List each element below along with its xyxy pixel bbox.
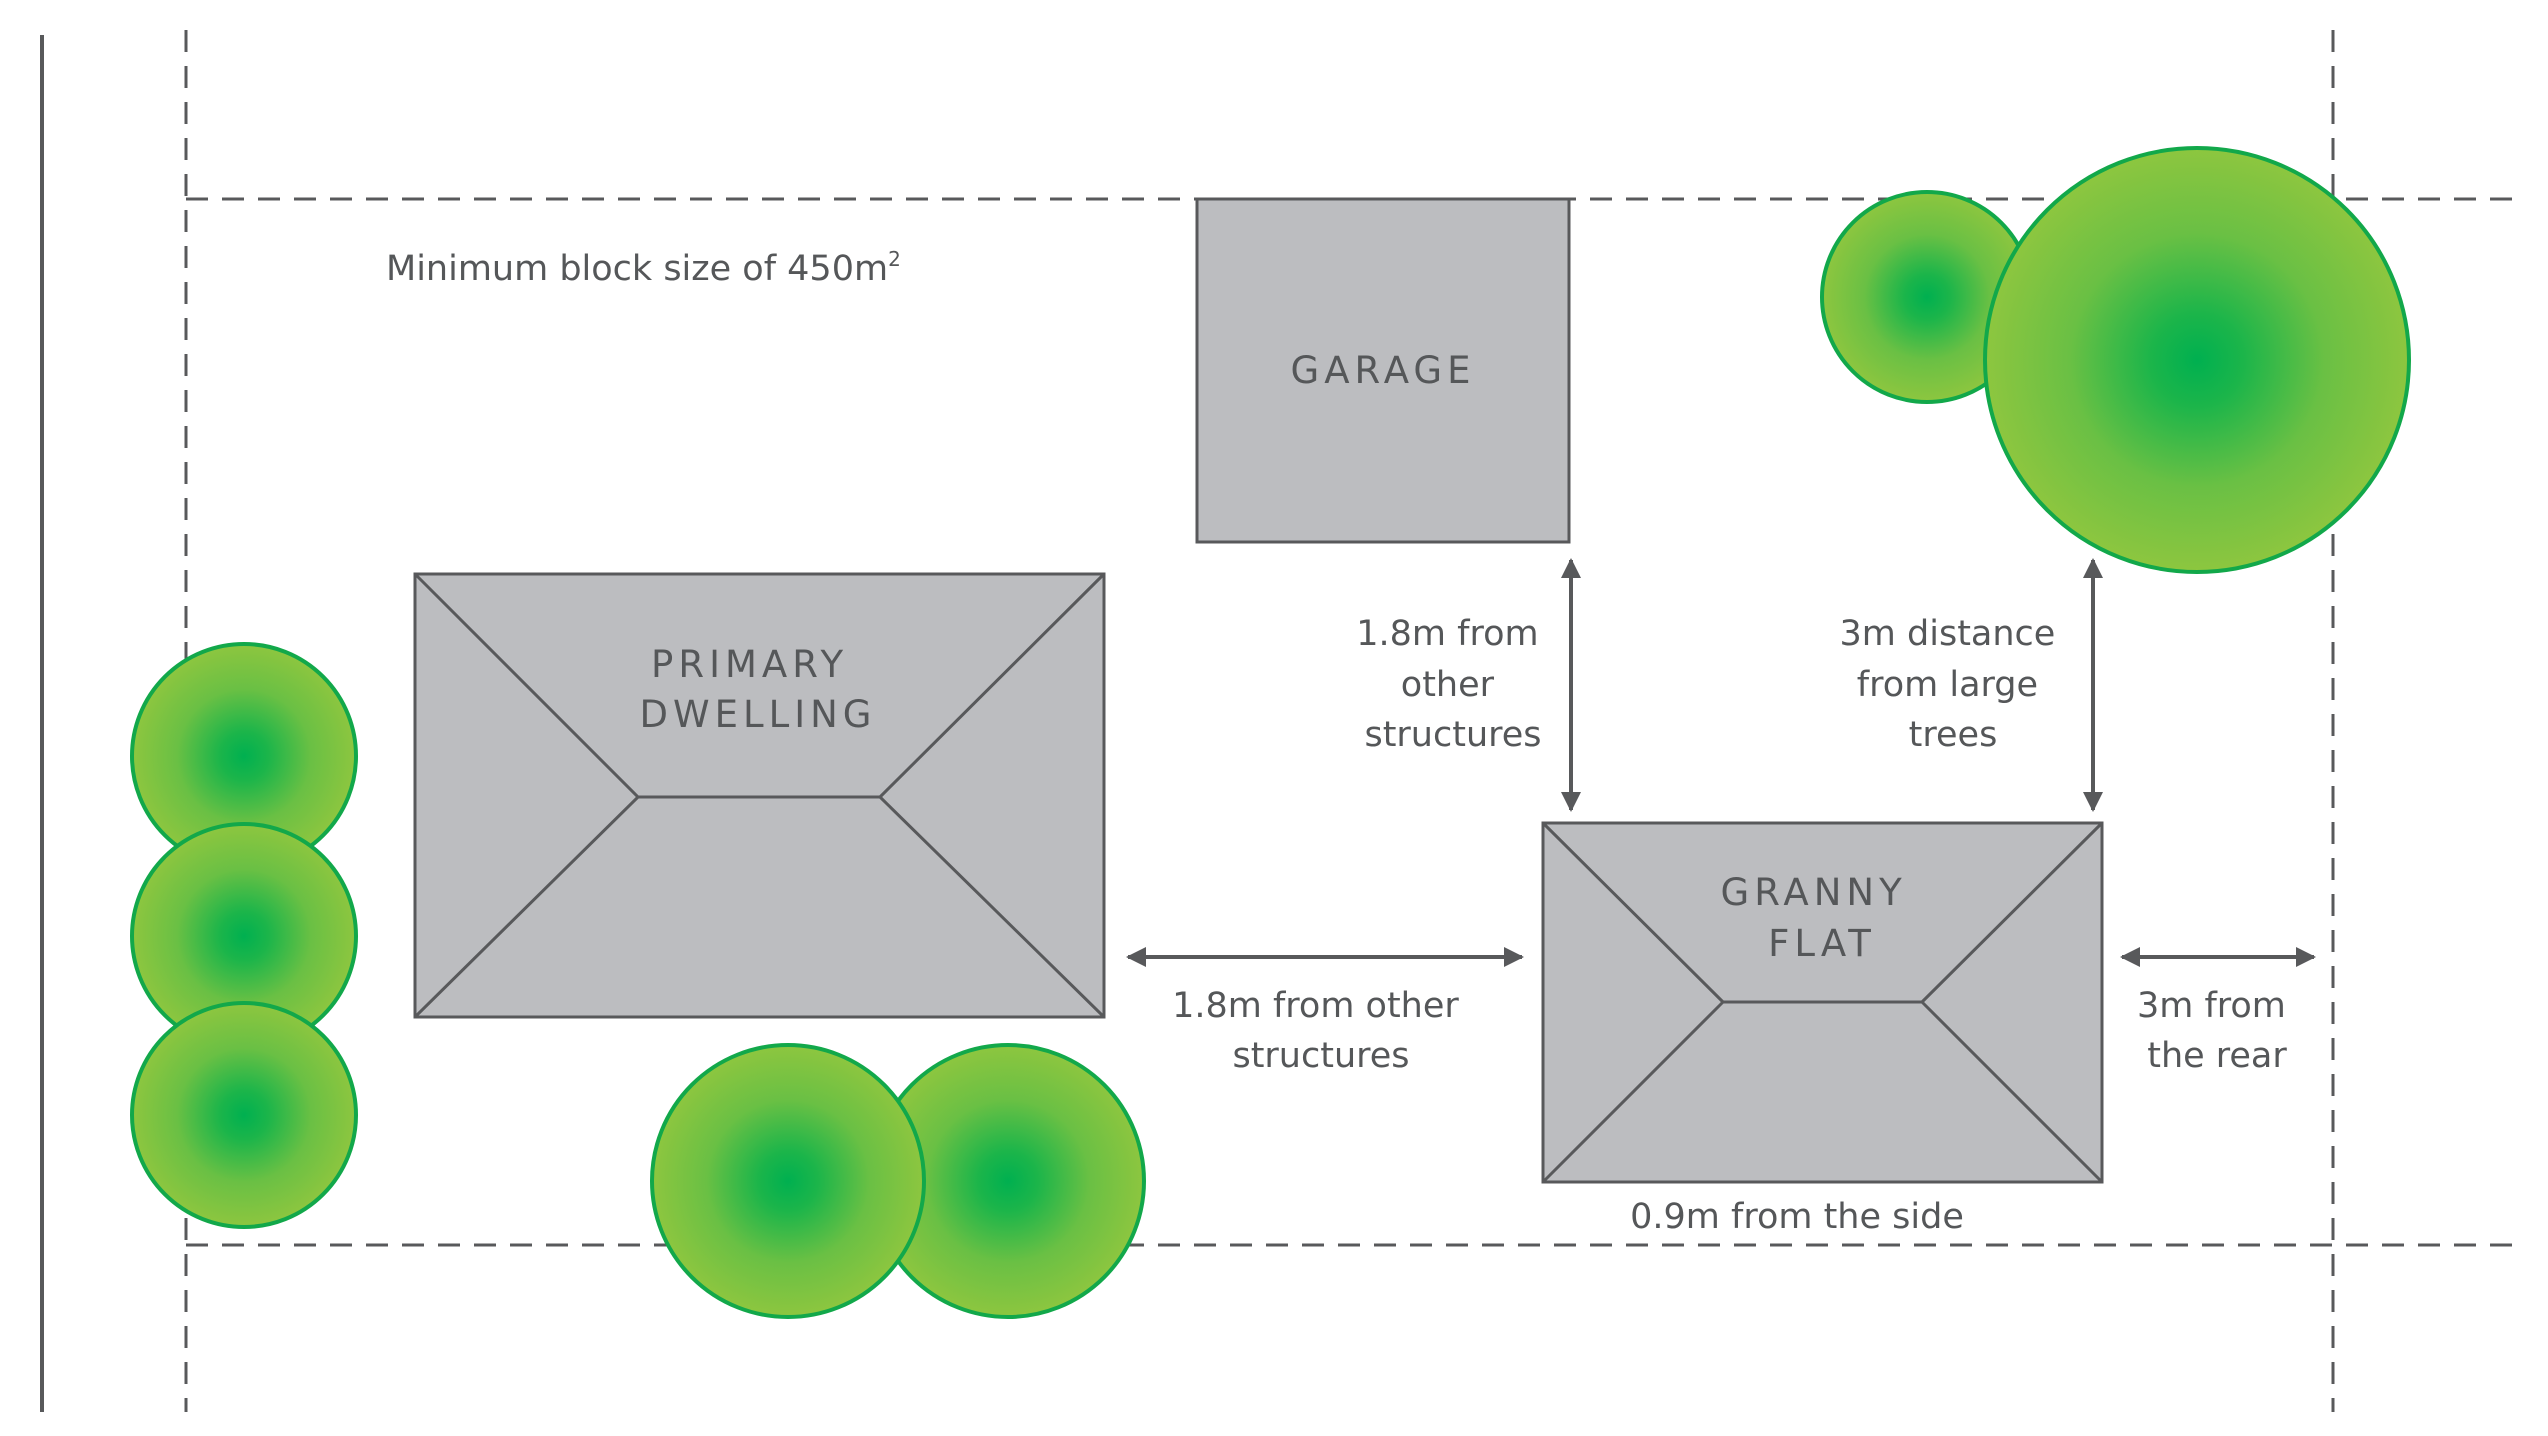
dimension-arrows (1126, 558, 2316, 967)
granny-flat-label-line-1: GRANNY (1721, 871, 1907, 914)
primary-dwelling: PRIMARY DWELLING (413, 572, 1106, 1019)
primary-dwelling-label: PRIMARY DWELLING (640, 643, 877, 736)
granny-flat-label: GRANNY FLAT (1721, 871, 1924, 965)
block-size-superscript: 2 (888, 247, 901, 271)
large-tree (1983, 146, 2411, 574)
garage: GARAGE (1195, 197, 1571, 544)
garage-label: GARAGE (1291, 349, 1476, 392)
garage-to-flat-label: 1.8m from other structures (1356, 614, 1549, 755)
dwelling-to-flat-label: 1.8m from other structures (1172, 986, 1470, 1076)
side-setback-label: 0.9m from the side (1630, 1197, 1964, 1237)
rear-setback-label: 3m from the rear (2137, 986, 2297, 1076)
primary-dwelling-label-line-2: DWELLING (640, 693, 877, 736)
granny-flat: GRANNY FLAT (1541, 821, 2104, 1184)
tree (650, 1043, 926, 1319)
primary-dwelling-roof-lines (413, 572, 1106, 1019)
primary-dwelling-label-line-1: PRIMARY (651, 643, 848, 686)
trees (130, 146, 2411, 1319)
granny-flat-roof-lines (1541, 821, 2104, 1184)
trees-to-flat-label: 3m distance from large trees (1840, 614, 2067, 755)
tree (130, 1001, 358, 1229)
block-size-note: Minimum block size of 450m2 (386, 247, 901, 289)
granny-flat-label-line-2: FLAT (1768, 922, 1876, 965)
block-size-text: Minimum block size of 450m (386, 249, 888, 289)
garage-roof (1195, 197, 1571, 544)
